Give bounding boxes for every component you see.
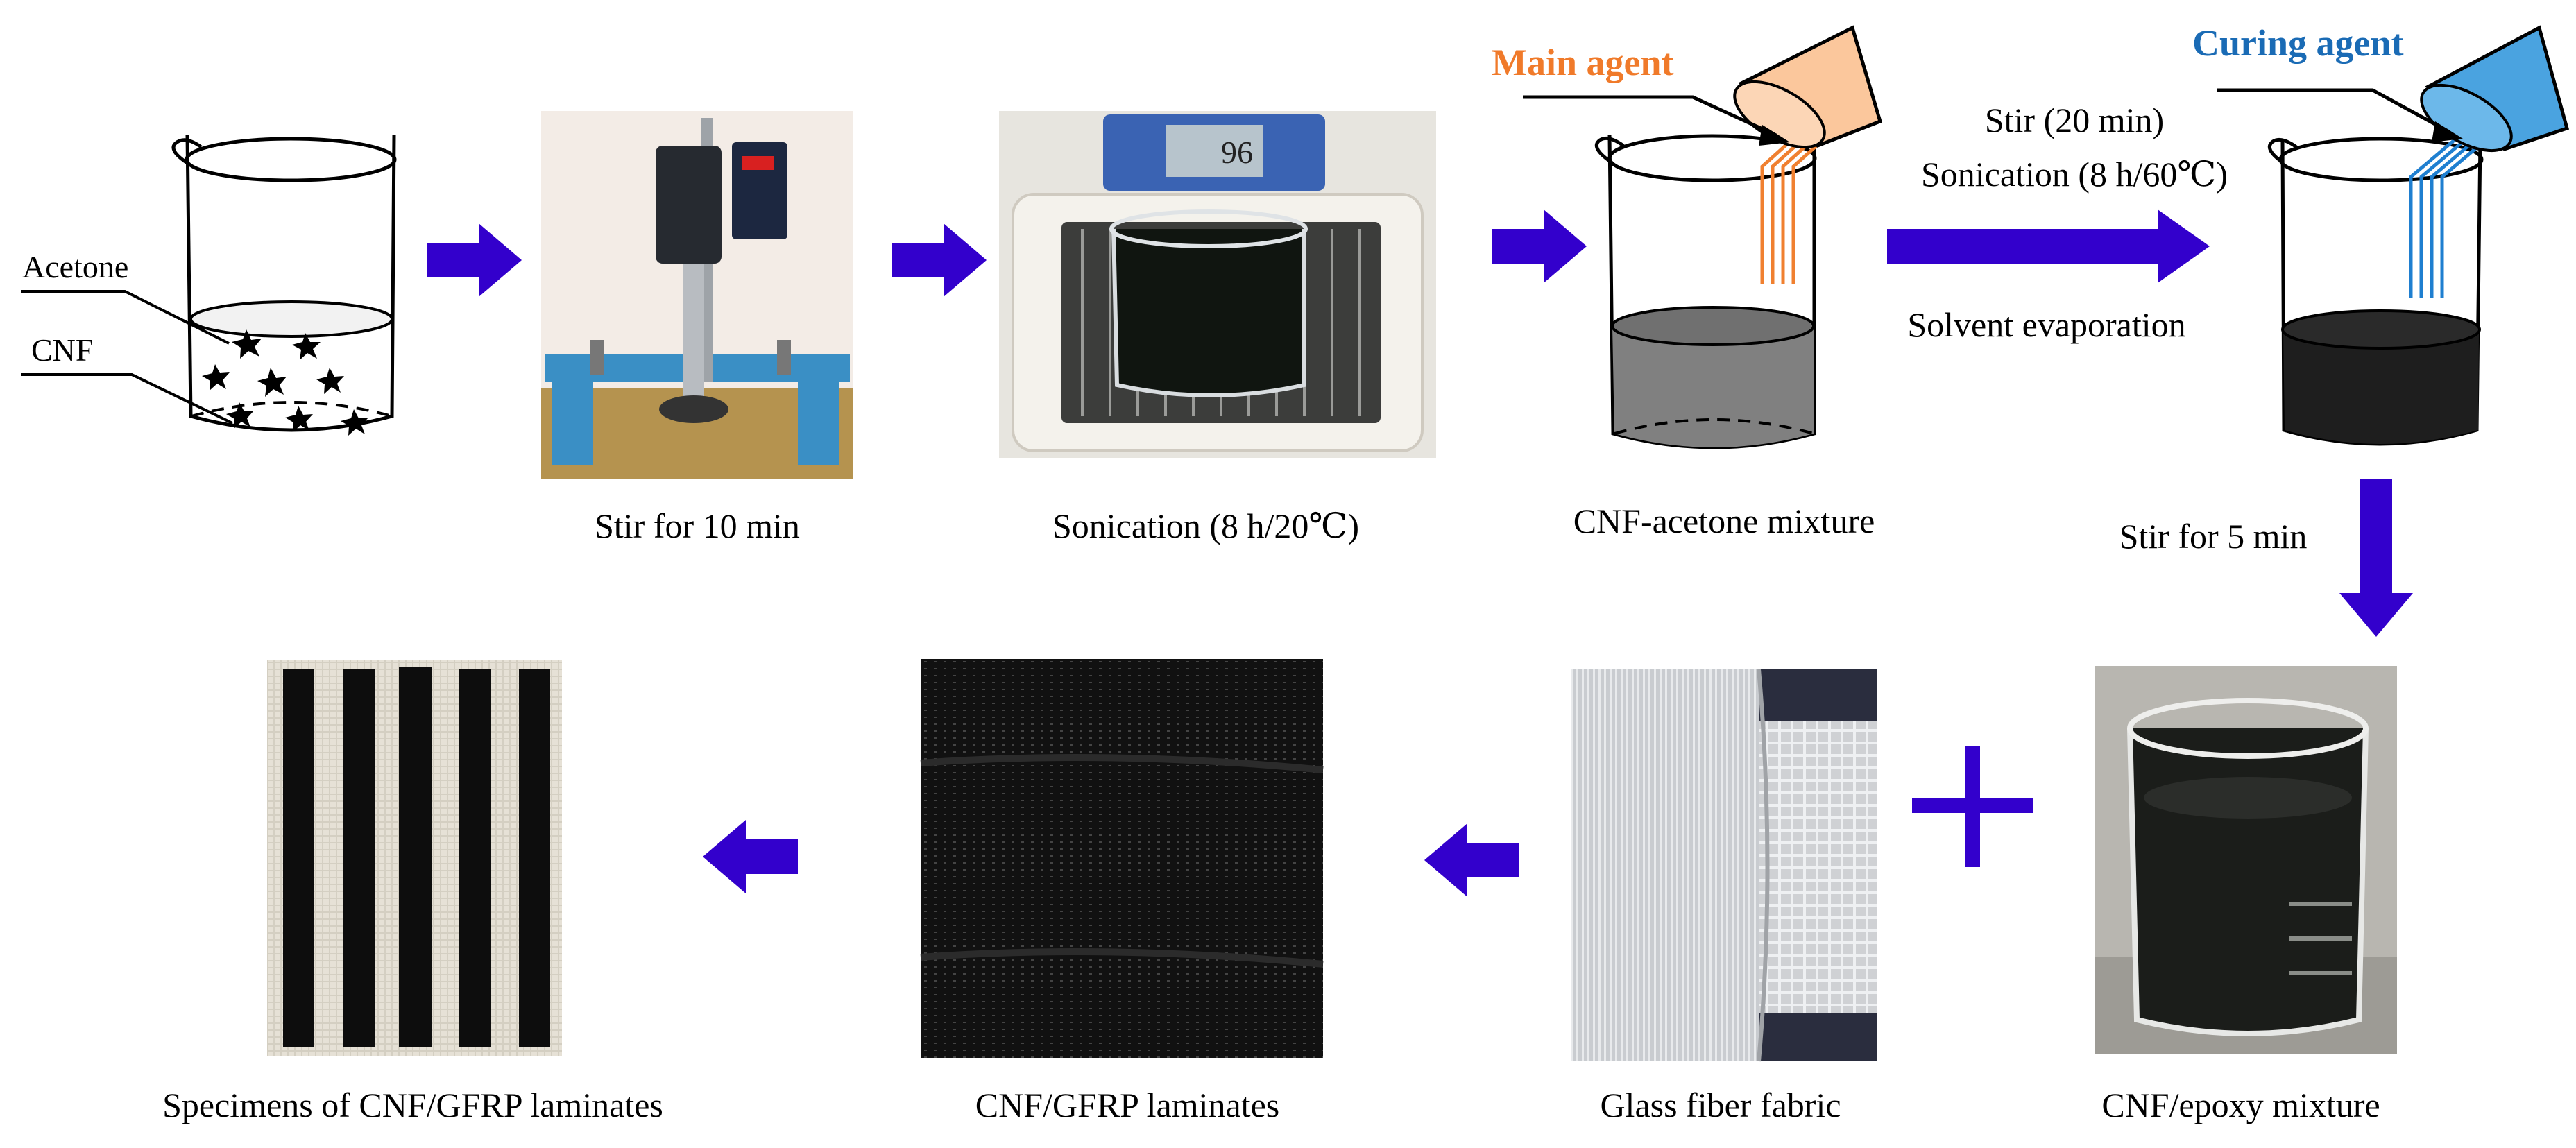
flow-arrow-left-2 (703, 820, 798, 893)
acetone-label: Acetone (22, 249, 128, 284)
photo-cnf-epoxy (2095, 666, 2397, 1054)
plus-sign (1912, 746, 2033, 867)
flow-arrow-3 (1492, 209, 1587, 283)
label-sonication-20: Sonication (8 h/20℃) (1052, 506, 1359, 545)
photo-glass-fiber (1571, 669, 1877, 1062)
cnf-label: CNF (31, 332, 93, 368)
photo-laminate (920, 659, 1324, 1058)
beaker-1-outline (185, 135, 396, 432)
photo-sonicator: 96 (999, 111, 1436, 458)
beaker-cnf-acetone (1523, 25, 1883, 449)
label-laminates: CNF/GFRP laminates (975, 1086, 1279, 1124)
sonicator-display: 96 (1221, 135, 1253, 170)
label-main-agent: Main agent (1492, 42, 1674, 83)
photo-specimens (267, 660, 562, 1056)
beaker-2-rim (1607, 134, 1817, 182)
label-glass-fiber: Glass fiber fabric (1600, 1086, 1841, 1124)
beaker-1-liquid-bottom (191, 401, 393, 418)
photo-stirrer (541, 111, 853, 479)
beaker-2-spout (1594, 136, 1625, 163)
flow-arrow-1 (427, 223, 522, 297)
main-agent-pointer (1523, 95, 1777, 137)
curing-agent-pour (2409, 137, 2489, 298)
beaker-1-rim (185, 137, 397, 182)
label-cnf-epoxy: CNF/epoxy mixture (2101, 1086, 2380, 1124)
label-stir-10: Stir for 10 min (595, 506, 800, 545)
label-sonication-60: Sonication (8 h/60℃) (1921, 155, 2228, 194)
acetone-pointer (21, 290, 230, 345)
cnf-pointer (21, 373, 233, 425)
label-stir-20: Stir (20 min) (1985, 101, 2164, 139)
beaker-1-spout (171, 138, 203, 165)
curing-mixture-top (2281, 309, 2481, 350)
acetone-mixture-top (1611, 306, 1815, 346)
acetone-mixture (1612, 326, 1814, 447)
flow-arrow-2 (892, 223, 987, 297)
beaker-curing (2217, 25, 2570, 446)
beaker-acetone-cnf: Acetone CNF (21, 135, 397, 436)
beaker-3-spout (2267, 137, 2298, 164)
flow-arrow-left-1 (1424, 823, 1519, 897)
beaker-1-liquid-top (189, 300, 393, 338)
beaker-2-outline (1607, 135, 1816, 449)
flow-arrow-long (1887, 209, 2210, 283)
label-stir-5: Stir for 5 min (2119, 517, 2308, 556)
curing-agent-pointer (2217, 88, 2450, 134)
cnf-particles (202, 329, 368, 436)
label-evaporation: Solvent evaporation (1907, 305, 2185, 344)
label-cnf-acetone: CNF-acetone mixture (1573, 502, 1875, 540)
label-curing-agent: Curing agent (2192, 22, 2404, 64)
main-agent-pour (1760, 134, 1829, 284)
curing-mixture (2283, 329, 2479, 444)
label-specimens: Specimens of CNF/GFRP laminates (162, 1086, 663, 1124)
sonicator-beaker (1111, 228, 1306, 397)
flow-arrow-down (2339, 479, 2413, 637)
